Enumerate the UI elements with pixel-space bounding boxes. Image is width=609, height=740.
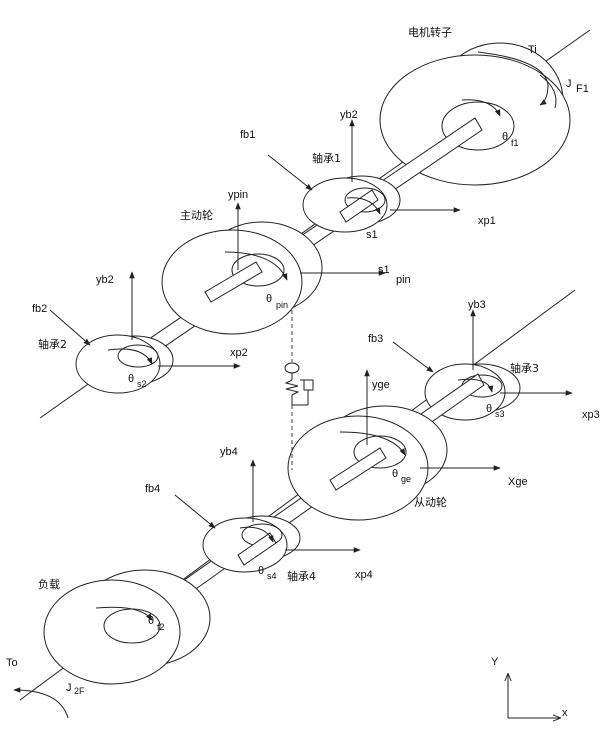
label-theta-f2-sub: f2	[157, 622, 165, 632]
label-bearing3: 轴承3	[510, 361, 539, 375]
label-theta-s3-sub: s3	[495, 409, 505, 419]
force-arrows	[49, 119, 573, 553]
label-J: J	[566, 78, 572, 90]
label-drive-gear: 主动轮	[180, 208, 213, 222]
theta-pin-arc	[224, 251, 288, 281]
label-yb4: yb4	[220, 446, 238, 458]
label-theta-s3: θ	[486, 403, 492, 415]
label-driven-gear: 从动轮	[414, 495, 447, 509]
upper-shaft-assembly	[39, 29, 591, 419]
label-theta-ge-sub: ge	[401, 474, 411, 484]
label-theta-f1: θ	[502, 131, 508, 143]
fb4-arrow	[174, 494, 216, 529]
label-load: 负载	[38, 577, 60, 591]
J-arc	[539, 74, 557, 109]
fb1-arrow	[267, 154, 313, 191]
label-yb2-left: yb2	[96, 274, 114, 286]
label-axis-x: x	[562, 707, 568, 719]
theta-s4-arc	[239, 526, 274, 543]
labels: 电机转子 Ti J F1 yb2 fb1 轴承1 θ f1 xp1 s1 s1 …	[6, 25, 600, 719]
Ti-arc	[477, 51, 549, 106]
label-ypin: ypin	[228, 189, 248, 201]
label-theta-pin-sub: pin	[276, 300, 288, 310]
label-fb4: fb4	[145, 483, 160, 495]
label-F1: F1	[576, 83, 589, 95]
label-bearing4: 轴承4	[287, 569, 316, 583]
label-theta-f1-sub: f1	[511, 138, 519, 148]
label-bearing2: 轴承2	[38, 337, 67, 351]
label-bearing1: 轴承1	[312, 151, 341, 165]
spring-damper-icon	[284, 362, 314, 406]
label-fb1: fb1	[240, 129, 255, 141]
label-axis-Y: Y	[491, 656, 499, 668]
To-arc	[13, 687, 69, 719]
bearing-2	[75, 334, 174, 394]
gear-mesh-link	[284, 310, 314, 470]
label-yge: yge	[372, 379, 390, 391]
label-J2F: J	[66, 682, 72, 694]
theta-ge-arc	[339, 431, 406, 456]
label-To: To	[6, 657, 18, 669]
label-yb3: yb3	[468, 299, 486, 311]
fb2-arrow	[49, 309, 91, 346]
label-xp3: xp3	[582, 409, 600, 421]
label-xp1: xp1	[478, 215, 496, 227]
drive-gear	[161, 221, 323, 335]
bearing-1	[302, 175, 401, 233]
label-theta-s4-sub: s4	[267, 571, 277, 581]
rotation-arcs	[13, 51, 557, 719]
driven-gear	[287, 405, 448, 521]
label-J2F-sub: 2F	[74, 686, 85, 696]
label-theta-s4: θ	[258, 565, 264, 577]
fb3-arrow	[392, 341, 434, 373]
label-xp2: xp2	[230, 347, 248, 359]
label-theta-f2: θ	[148, 615, 154, 627]
label-s1-a: s1	[366, 229, 378, 241]
theta-f2-arc	[95, 606, 153, 621]
theta-s3-arc	[457, 378, 494, 393]
label-xp4: xp4	[355, 569, 373, 581]
theta-s2-arc	[107, 348, 153, 365]
label-theta-ge: θ	[392, 468, 398, 480]
label-s1-b: s1	[378, 264, 390, 276]
label-Xge: Xge	[508, 476, 528, 488]
load-disc	[43, 569, 211, 685]
label-motor-rotor: 电机转子	[408, 25, 452, 39]
label-fb2: fb2	[32, 303, 47, 315]
label-theta-pin: θ	[266, 293, 272, 305]
theta-f1-arc	[461, 99, 501, 117]
bearing-4	[202, 515, 301, 573]
label-fb3: fb3	[368, 333, 383, 345]
s1-arc	[346, 197, 381, 215]
label-theta-s2-sub: s2	[137, 379, 147, 389]
label-yb2-top: yb2	[340, 109, 358, 121]
label-theta-s2: θ	[128, 373, 134, 385]
label-Ti: Ti	[528, 44, 537, 56]
label-pin: pin	[396, 274, 411, 286]
global-axes	[508, 674, 560, 718]
